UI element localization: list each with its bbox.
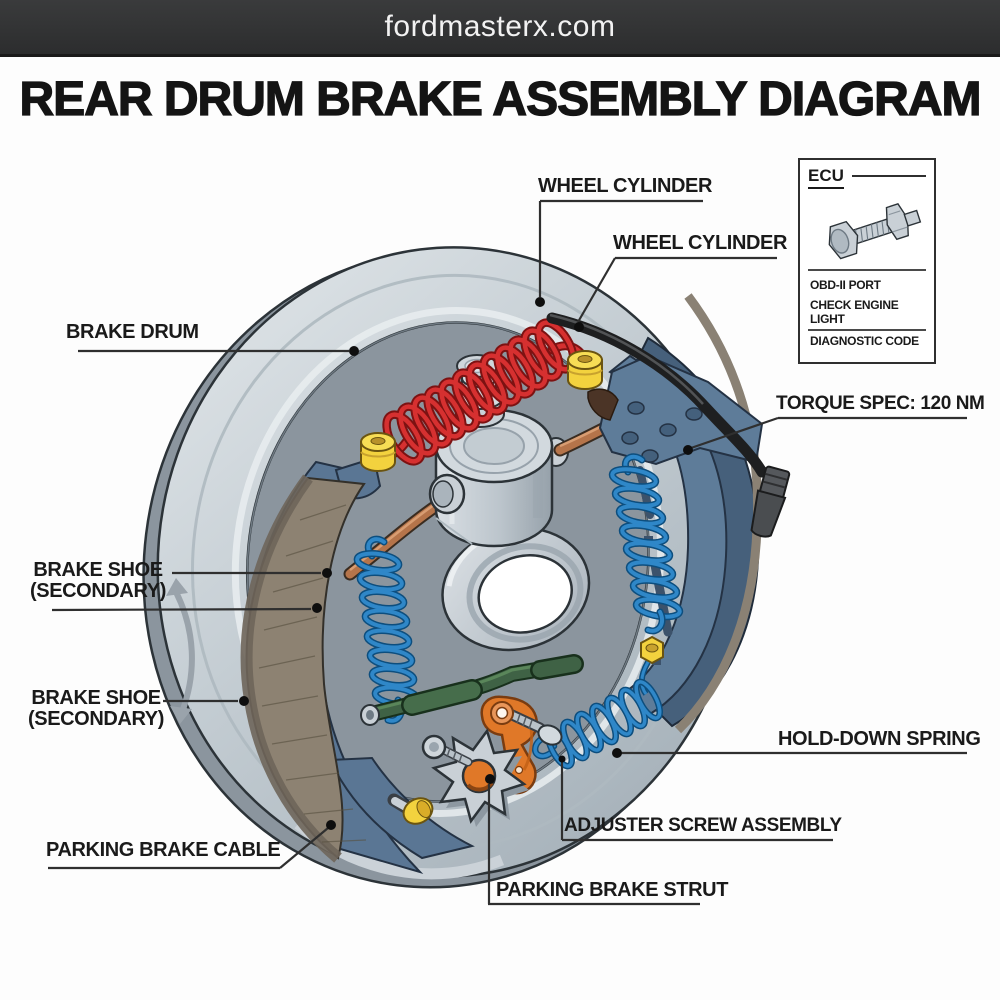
adjuster-lever-boss bbox=[490, 701, 514, 725]
parking-brake-strut-part bbox=[360, 654, 584, 726]
rotation-arrow bbox=[166, 578, 195, 724]
ecu-divider bbox=[808, 269, 926, 271]
label-brake-drum: BRAKE DRUM bbox=[66, 321, 199, 343]
label-brake-shoe-upper: BRAKE SHOE (SECONDARY) bbox=[22, 560, 174, 602]
ecu-item-diagnostic-code: DIAGNOSTIC CODE bbox=[810, 334, 919, 348]
label-adjuster-screw-assembly: ADJUSTER SCREW ASSEMBLY bbox=[564, 815, 842, 836]
adjuster-spring bbox=[531, 678, 663, 770]
spring-cup-left bbox=[360, 432, 396, 472]
hold-down-spring-right bbox=[608, 453, 684, 635]
label-brake-shoe-upper-line2: (SECONDARY) bbox=[30, 580, 166, 602]
label-parking-brake-strut: PARKING BRAKE STRUT bbox=[496, 879, 729, 901]
ecu-box-title: ECU bbox=[808, 166, 844, 189]
spring-cup-right bbox=[567, 350, 603, 390]
label-brake-shoe-lower-line2: (SECONDARY) bbox=[28, 708, 164, 730]
pivot-screw bbox=[421, 734, 473, 767]
label-brake-shoe-lower: BRAKE SHOE (SECONDARY) bbox=[20, 688, 172, 730]
cable-connector bbox=[750, 465, 791, 538]
leader-dots bbox=[239, 297, 693, 830]
label-wheel-cylinder-lower: WHEEL CYLINDER bbox=[613, 232, 788, 254]
ecu-item-check-engine-light: CHECK ENGINE LIGHT bbox=[808, 295, 926, 331]
page-title: REAR DRUM BRAKE ASSEMBLY DIAGRAM bbox=[19, 72, 982, 126]
hub-seal-ring bbox=[441, 524, 591, 652]
bolt-icon bbox=[828, 203, 922, 260]
ecu-header-rule bbox=[851, 174, 926, 177]
label-brake-shoe-lower-line1: BRAKE SHOE bbox=[31, 687, 161, 709]
site-domain: fordmasterx.com bbox=[384, 10, 616, 43]
label-hold-down-spring: HOLD-DOWN SPRING bbox=[778, 728, 981, 750]
ecu-info-box: ECU OBD-II PORT bbox=[798, 158, 936, 364]
lining-hatch bbox=[258, 504, 367, 843]
ecu-item-obd-port: OBD-II PORT bbox=[810, 278, 881, 292]
adjuster-screw bbox=[504, 708, 563, 746]
label-brake-shoe-upper-line1: BRAKE SHOE bbox=[33, 559, 163, 581]
site-header: fordmasterx.com bbox=[0, 0, 1000, 57]
label-wheel-cylinder-top: WHEEL CYLINDER bbox=[538, 175, 713, 197]
abs-sensor-cable bbox=[546, 312, 791, 538]
label-torque-spec: TORQUE SPEC: 120 NM bbox=[776, 393, 985, 414]
leader-lines bbox=[48, 199, 967, 906]
hold-down-spring-left bbox=[353, 535, 421, 725]
label-parking-brake-cable: PARKING BRAKE CABLE bbox=[46, 839, 281, 861]
